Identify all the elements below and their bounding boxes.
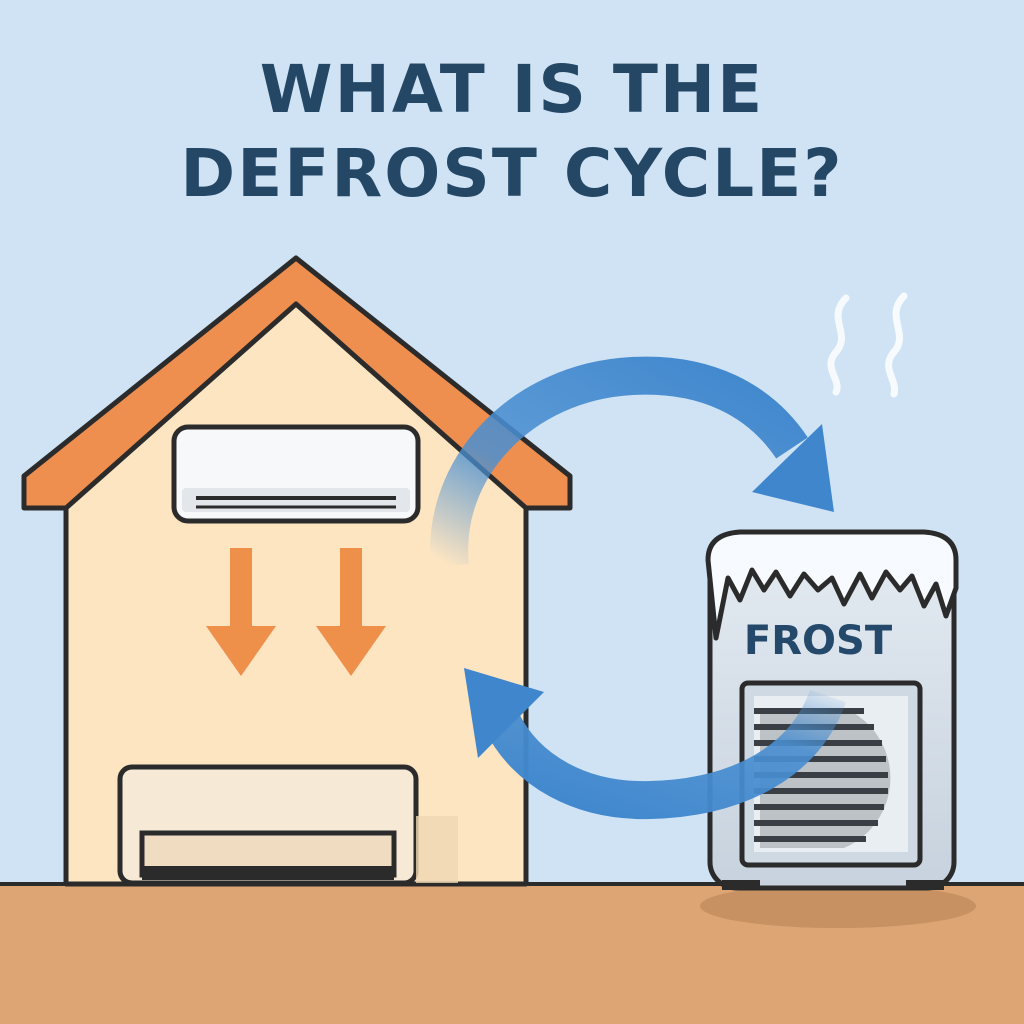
heat-down-arrow-icon xyxy=(206,548,276,676)
steam-icon xyxy=(827,292,908,398)
indoor-ac-unit-icon xyxy=(171,424,421,524)
title-line-1: WHAT IS THE xyxy=(259,51,765,128)
frost-label: FROST xyxy=(744,618,893,664)
page-title: WHAT IS THE DEFROST CYCLE? xyxy=(0,48,1024,216)
heat-down-arrow-icon xyxy=(316,548,386,676)
cycle-arrow-bottom-icon xyxy=(464,668,846,820)
title-line-2: DEFROST CYCLE? xyxy=(180,135,844,212)
floor-heater-icon xyxy=(117,764,458,886)
ground xyxy=(0,882,1024,1024)
cycle-arrow-top-icon xyxy=(430,356,834,568)
